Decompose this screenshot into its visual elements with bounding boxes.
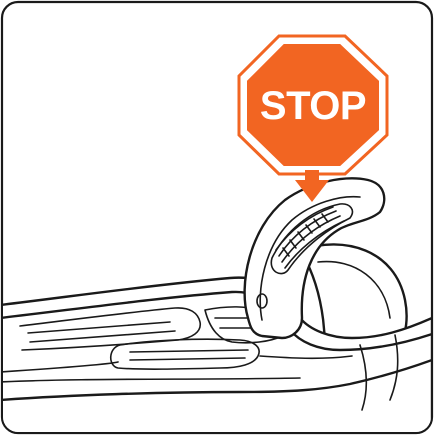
- stop-sign-label: STOP: [260, 84, 366, 128]
